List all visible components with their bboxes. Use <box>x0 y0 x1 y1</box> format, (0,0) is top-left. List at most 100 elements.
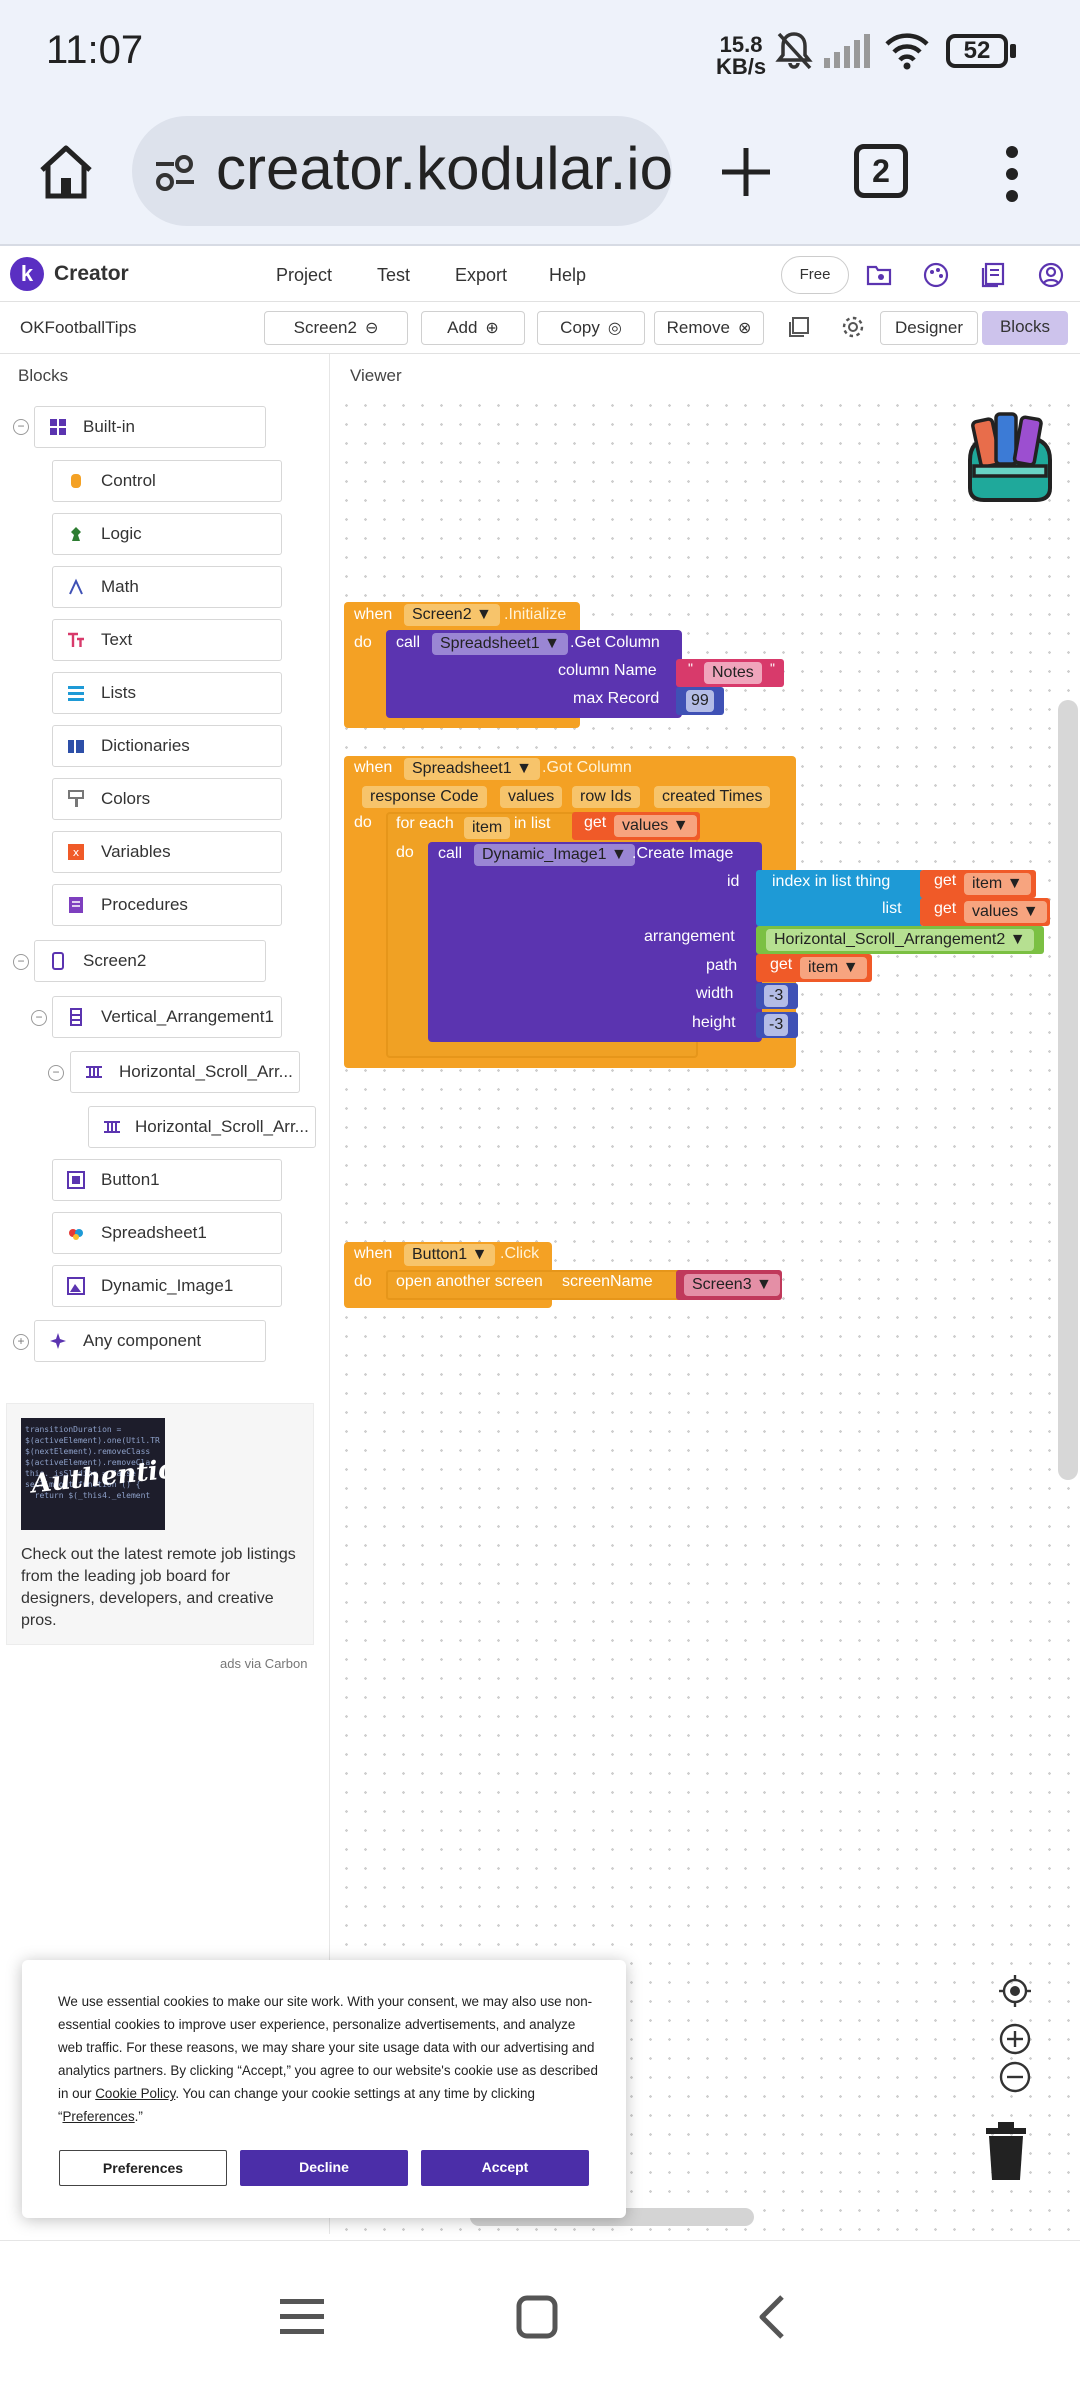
expand-any-component-icon[interactable]: + <box>13 1334 29 1350</box>
menu-test[interactable]: Test <box>377 265 411 285</box>
grid-icon <box>50 419 66 435</box>
call-block-create-image[interactable] <box>428 842 762 1042</box>
logic-icon <box>71 527 81 541</box>
url-text[interactable]: creator.kodular.io <box>216 135 672 202</box>
ad-via-label[interactable]: ads via Carbon <box>220 1656 308 1671</box>
address-bar[interactable]: creator.kodular.io <box>132 116 672 226</box>
back-icon[interactable] <box>756 2293 786 2341</box>
trash-icon[interactable] <box>984 2122 1028 2182</box>
ad-image[interactable]: transitionDuration = $(activeElement).on… <box>21 1418 165 1530</box>
cookie-policy-link[interactable]: Cookie Policy <box>95 2086 176 2101</box>
tree-procedures[interactable]: Procedures <box>52 884 282 926</box>
param-row-ids[interactable]: row Ids <box>572 786 640 808</box>
preferences-button[interactable]: Preferences <box>59 2150 227 2186</box>
dropdown-arrow-icon: ▼ <box>1022 903 1039 920</box>
tree-colors[interactable]: Colors <box>52 778 282 820</box>
dropdown-arrow-icon: ▼ <box>471 1246 488 1263</box>
list-keyword: list <box>882 900 902 917</box>
colors-icon <box>68 790 84 807</box>
tab-switcher-button[interactable]: 2 <box>854 144 908 198</box>
vertical-arrangement-icon <box>70 1008 82 1026</box>
callee-dropdown[interactable]: Dynamic_Image1 ▼ <box>474 844 635 866</box>
tree-dynamic-image1[interactable]: Dynamic_Image1 <box>52 1265 282 1307</box>
open-screen-block[interactable] <box>386 1270 682 1300</box>
blocks-tab[interactable]: Blocks <box>982 311 1068 345</box>
tree-hscroll-arrangement1[interactable]: Horizontal_Scroll_Arr... <box>70 1051 300 1093</box>
carbon-ad[interactable]: transitionDuration = $(activeElement).on… <box>6 1403 314 1645</box>
text-value[interactable]: Notes <box>704 662 762 684</box>
tree-any-component[interactable]: Any component <box>34 1320 266 1362</box>
collapse-builtin-icon[interactable]: − <box>13 419 29 435</box>
zoom-in-icon[interactable] <box>998 2022 1032 2056</box>
variable-dropdown[interactable]: item ▼ <box>964 873 1031 895</box>
menu-export[interactable]: Export <box>455 265 508 285</box>
sparkle-icon <box>50 1333 66 1349</box>
tree-vertical-arrangement[interactable]: Vertical_Arrangement1 <box>52 996 282 1038</box>
status-time: 11:07 <box>46 28 144 72</box>
site-settings-icon[interactable] <box>152 150 198 196</box>
tree-lists[interactable]: Lists <box>52 672 282 714</box>
screen-dropdown[interactable]: Screen3 ▼ <box>684 1274 780 1296</box>
battery-icon: 52 <box>946 34 1008 68</box>
docs-icon[interactable] <box>980 262 1006 288</box>
tree-screen2[interactable]: Screen2 <box>34 940 266 982</box>
designer-tab[interactable]: Designer <box>880 311 978 345</box>
tree-text[interactable]: Text <box>52 619 282 661</box>
index-in-list-block[interactable] <box>756 870 924 926</box>
component-dropdown[interactable]: Screen2 ▼ <box>404 604 500 626</box>
tree-variables[interactable]: x Variables <box>52 831 282 873</box>
tree-spreadsheet1[interactable]: Spreadsheet1 <box>52 1212 282 1254</box>
recent-apps-icon[interactable] <box>280 2297 324 2337</box>
variable-dropdown[interactable]: values ▼ <box>614 815 697 837</box>
home-square-icon[interactable] <box>516 2295 558 2339</box>
backpack-icon[interactable] <box>960 410 1060 504</box>
param-values[interactable]: values <box>500 786 563 808</box>
menu-help[interactable]: Help <box>549 265 587 285</box>
settings-gear-icon[interactable] <box>841 315 865 339</box>
more-options-icon[interactable] <box>1002 144 1022 204</box>
ad-text[interactable]: Check out the latest remote job listings… <box>21 1546 296 1629</box>
param-created-times[interactable]: created Times <box>654 786 771 808</box>
component-dropdown[interactable]: Spreadsheet1 ▼ <box>404 758 540 780</box>
gallery-icon[interactable] <box>788 316 810 338</box>
collapse-vertical-icon[interactable]: − <box>31 1010 47 1026</box>
tree-button1[interactable]: Button1 <box>52 1159 282 1201</box>
tree-hscroll-arrangement2[interactable]: Horizontal_Scroll_Arr... <box>88 1106 316 1148</box>
home-icon[interactable] <box>34 140 98 204</box>
plan-button[interactable]: Free <box>781 256 849 294</box>
palette-icon[interactable] <box>923 262 949 288</box>
add-screen-button[interactable]: Add⊕ <box>421 311 525 345</box>
callee-dropdown[interactable]: Spreadsheet1 ▼ <box>432 633 568 655</box>
arrangement-dropdown[interactable]: Horizontal_Scroll_Arrangement2 ▼ <box>766 929 1034 951</box>
new-tab-icon[interactable] <box>716 142 776 202</box>
app-name[interactable]: Creator <box>54 262 129 285</box>
tree-dictionaries[interactable]: Dictionaries <box>52 725 282 767</box>
accept-button[interactable]: Accept <box>421 2150 589 2186</box>
screen-select[interactable]: Screen2⊖ <box>264 311 408 345</box>
kodular-logo[interactable]: k <box>10 257 44 291</box>
number-value[interactable]: -3 <box>764 985 789 1007</box>
variable-dropdown[interactable]: values ▼ <box>964 901 1047 923</box>
folder-icon[interactable] <box>866 262 892 288</box>
tree-builtin[interactable]: Built-in <box>34 406 266 448</box>
number-value[interactable]: -3 <box>764 1014 789 1036</box>
zoom-out-icon[interactable] <box>998 2060 1032 2094</box>
tree-logic[interactable]: Logic <box>52 513 282 555</box>
recenter-icon[interactable] <box>998 1974 1032 2008</box>
collapse-hscroll-icon[interactable]: − <box>48 1065 64 1081</box>
param-response-code[interactable]: response Code <box>362 786 487 808</box>
number-value[interactable]: 99 <box>686 690 714 712</box>
tree-control[interactable]: Control <box>52 460 282 502</box>
component-dropdown[interactable]: Button1 ▼ <box>404 1244 496 1266</box>
collapse-screen-icon[interactable]: − <box>13 954 29 970</box>
remove-screen-button[interactable]: Remove⊗ <box>654 311 764 345</box>
variable-dropdown[interactable]: item ▼ <box>800 957 867 979</box>
preferences-link[interactable]: Preferences <box>62 2109 135 2124</box>
decline-button[interactable]: Decline <box>240 2150 408 2186</box>
tree-math[interactable]: Math <box>52 566 282 608</box>
loop-variable[interactable]: item <box>464 817 511 839</box>
vertical-scrollbar[interactable] <box>1058 700 1078 1480</box>
account-icon[interactable] <box>1038 262 1064 288</box>
menu-project[interactable]: Project <box>276 265 333 285</box>
copy-screen-button[interactable]: Copy◎ <box>537 311 645 345</box>
